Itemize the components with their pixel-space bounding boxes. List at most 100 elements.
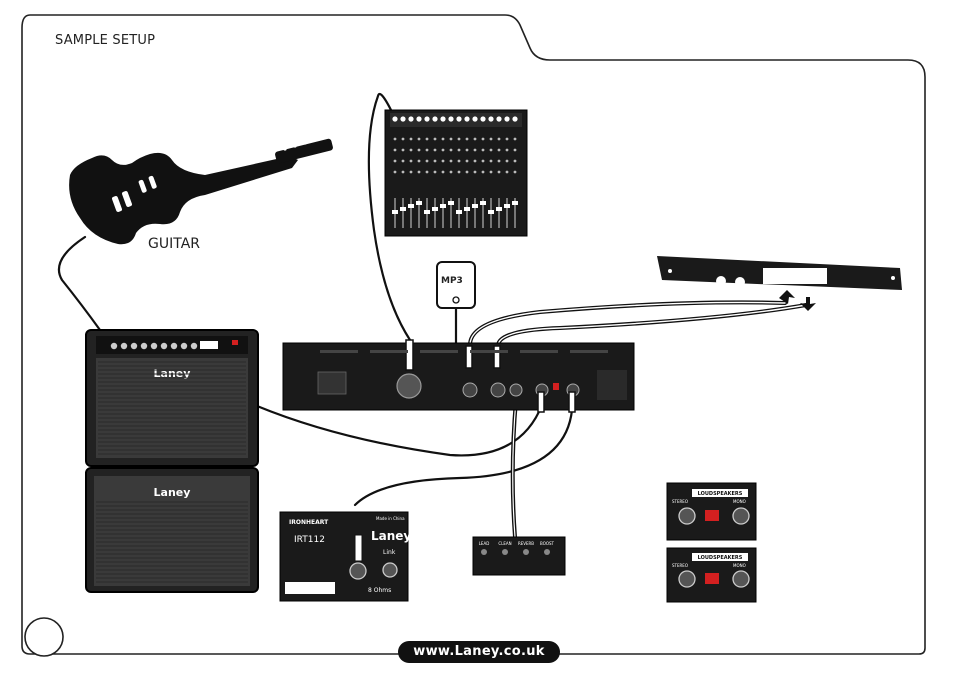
mixer-fader-cap	[472, 204, 478, 208]
mixer-knob	[465, 159, 469, 163]
footswitch	[472, 536, 566, 576]
speaker-panel-2	[666, 547, 757, 603]
mixer-knob	[473, 148, 477, 152]
mixer-knob	[401, 137, 405, 141]
amp-head-rear	[282, 342, 635, 411]
mixer-knob	[393, 148, 397, 152]
mixer-fader-track	[514, 198, 516, 228]
mixer	[384, 109, 528, 237]
mixer-fader-cap	[456, 210, 462, 214]
mixer-knob	[489, 148, 493, 152]
mixer-knob	[505, 137, 509, 141]
head-vent	[520, 350, 558, 353]
mixer-fader-cap	[496, 207, 502, 211]
mixer-fader-track	[450, 198, 452, 228]
mixer-knob	[417, 159, 421, 163]
mixer-knob	[481, 159, 485, 163]
mixer-knob	[409, 159, 413, 163]
cab-module-logo: Laney	[371, 529, 411, 543]
mixer-jack	[424, 116, 430, 122]
mixer-fader-cap	[488, 210, 494, 214]
head-vent	[370, 350, 408, 353]
mixer-fader-track	[402, 198, 404, 228]
mixer-knob	[497, 137, 501, 141]
footswitch-label-4: BOOST	[540, 541, 555, 546]
website-link[interactable]: www.Laney.co.uk	[398, 641, 560, 663]
mixer-knob	[449, 137, 453, 141]
mixer-knob	[489, 170, 493, 174]
mixer-knob	[505, 148, 509, 152]
cab-module-brand: IRONHEART	[289, 519, 329, 526]
mixer-fader-track	[434, 198, 436, 228]
mixer-knob	[473, 137, 477, 141]
head-vent	[420, 350, 458, 353]
mixer-fader-cap	[464, 207, 470, 211]
mixer-knob	[417, 170, 421, 174]
amp-knob	[110, 342, 118, 350]
mixer-knob	[425, 159, 429, 163]
mixer-knob	[449, 148, 453, 152]
mixer-fader-cap	[504, 204, 510, 208]
mixer-knob	[465, 148, 469, 152]
cab-brand: Laney	[154, 486, 191, 499]
mixer-knob	[425, 170, 429, 174]
mixer-knob	[489, 137, 493, 141]
mixer-fader-cap	[432, 207, 438, 211]
head-vent	[570, 350, 608, 353]
mixer-knob	[481, 170, 485, 174]
amp-knob	[180, 342, 188, 350]
amp-knob	[150, 342, 158, 350]
mixer-fader-cap	[416, 201, 422, 205]
mixer-jack	[392, 116, 398, 122]
speaker-panel-1-title: LOUDSPEAKERS	[698, 491, 743, 497]
mixer-knob	[449, 159, 453, 163]
cab-module-model: IRT112	[294, 535, 325, 545]
mixer-knob	[481, 148, 485, 152]
corner-circle	[24, 617, 64, 657]
mixer-fader-cap	[448, 201, 454, 205]
mixer-knob	[465, 137, 469, 141]
head-vent	[470, 350, 508, 353]
mixer-knob	[473, 170, 477, 174]
mixer-jack	[400, 116, 406, 122]
mixer-knob	[465, 170, 469, 174]
footswitch-label-2: CLEAN	[498, 541, 511, 546]
mixer-knob	[457, 137, 461, 141]
mixer-fader-track	[482, 198, 484, 228]
speaker-panel-1-right: MONO	[733, 499, 746, 504]
mixer-knob	[497, 159, 501, 163]
amp-knob	[120, 342, 128, 350]
mixer-jack	[416, 116, 422, 122]
mixer-knob	[401, 170, 405, 174]
amp-knob	[140, 342, 148, 350]
mixer-jack	[496, 116, 502, 122]
amp-logo-plate	[200, 341, 218, 349]
mixer-knob	[513, 170, 517, 174]
mixer-fader-cap	[424, 210, 430, 214]
mixer-knob	[441, 148, 445, 152]
mixer-knob	[393, 170, 397, 174]
cables	[57, 92, 808, 539]
cab-module-origin: Made in China	[376, 516, 405, 521]
mixer-jack	[448, 116, 454, 122]
guitar-label: GUITAR	[148, 236, 200, 252]
page-title: SAMPLE SETUP	[55, 33, 156, 48]
mixer-fader-cap	[400, 207, 406, 211]
mixer-knob	[417, 148, 421, 152]
guitar	[69, 135, 333, 245]
mixer-knob	[393, 159, 397, 163]
mixer-knob	[513, 148, 517, 152]
mixer-fader-cap	[480, 201, 486, 205]
mixer-fader-track	[506, 198, 508, 228]
speaker-panel-2-title: LOUDSPEAKERS	[698, 555, 743, 561]
mixer-knob	[457, 148, 461, 152]
mixer-knob	[441, 137, 445, 141]
mixer-knob	[425, 137, 429, 141]
mixer-jack	[408, 116, 414, 122]
mixer-knob	[433, 170, 437, 174]
mixer-knob	[457, 170, 461, 174]
cab-module-impedance: 8 Ohms	[368, 587, 391, 594]
speaker-panel-2-right: MONO	[733, 563, 746, 568]
mixer-fader-cap	[512, 201, 518, 205]
